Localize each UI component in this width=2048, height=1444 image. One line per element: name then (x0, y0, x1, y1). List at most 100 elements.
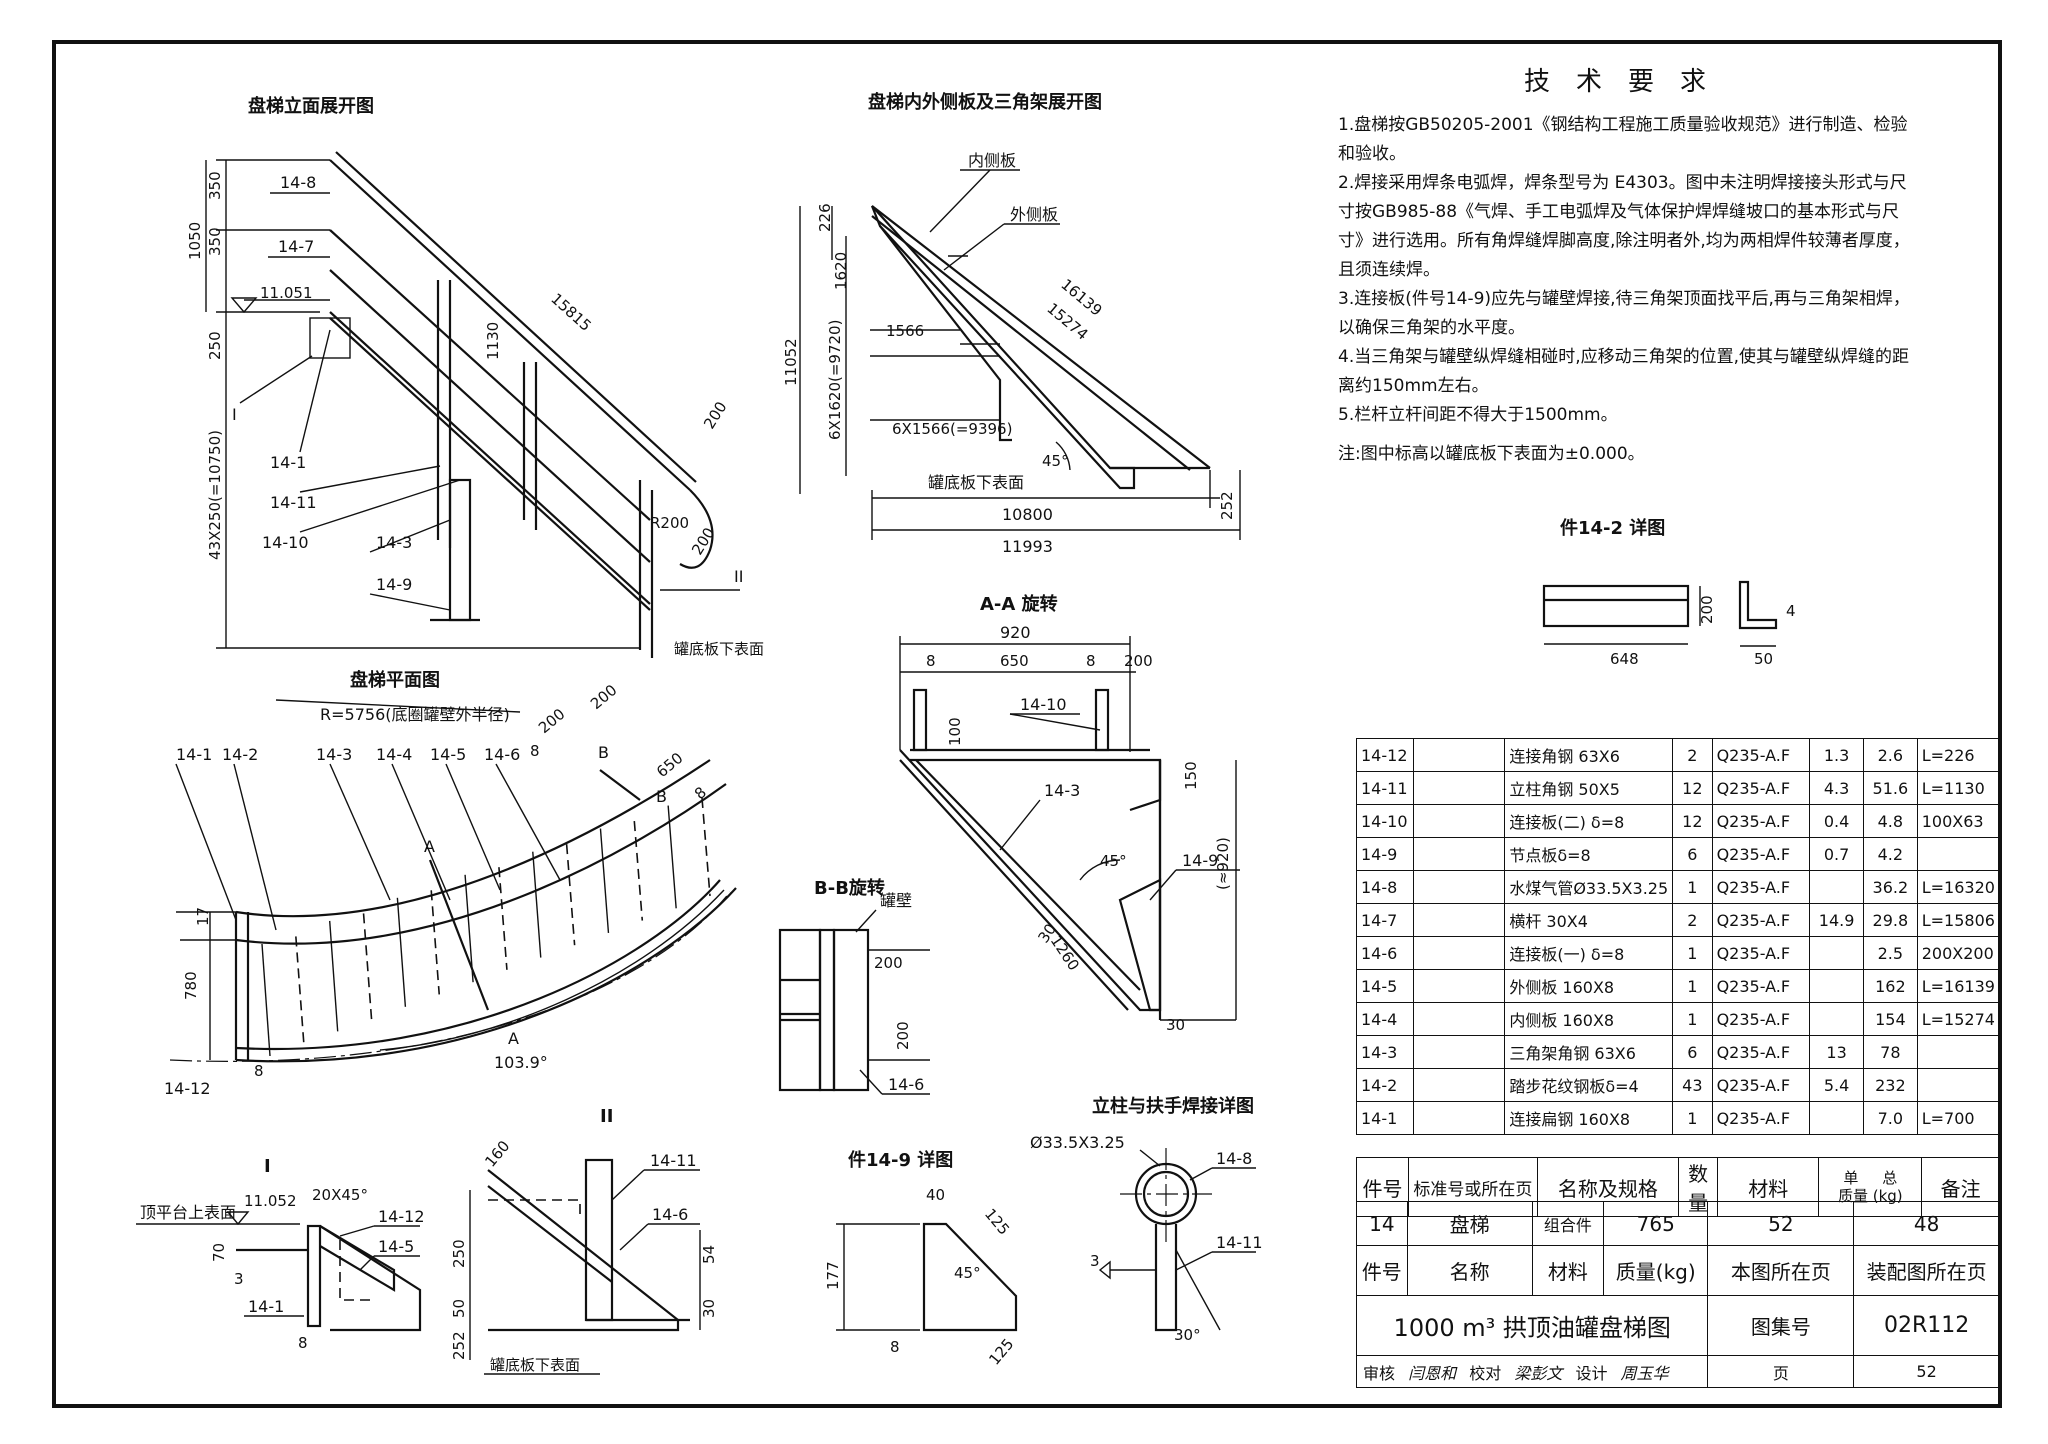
svg-text:14-8: 14-8 (280, 173, 316, 192)
tread-line (362, 913, 373, 1020)
table-cell: 内侧板 160X8 (1504, 1002, 1674, 1036)
svg-text:14-5: 14-5 (430, 745, 466, 764)
svg-text:30: 30 (700, 1299, 718, 1318)
svg-text:125: 125 (985, 1335, 1017, 1369)
tread-line (295, 936, 305, 1044)
page-number: 52 (1853, 1355, 2000, 1388)
table-cell: 13 (1809, 1035, 1864, 1069)
table-cell: Q235-A.F (1711, 1002, 1811, 1036)
svg-text:14-8: 14-8 (1216, 1149, 1252, 1168)
svg-text:1620: 1620 (832, 252, 850, 290)
tread-line (599, 828, 610, 933)
section-aa: A-A 旋转 920 8 650 8 200 100 150 1260 30 (… (899, 593, 1240, 1034)
svg-text:45°: 45° (1042, 452, 1069, 470)
tread-line (328, 920, 339, 1032)
tread-line (261, 943, 271, 1057)
table-cell: L=700 (1916, 1101, 2001, 1135)
svg-text:14-7: 14-7 (278, 237, 314, 256)
svg-text:250: 250 (450, 1239, 468, 1268)
table-cell: 14-6 (1356, 936, 1414, 970)
table-cell: 2 (1672, 738, 1713, 772)
table-cell: Q235-A.F (1711, 936, 1811, 970)
label-mass: 质量(kg) (1603, 1245, 1709, 1296)
svg-text:780: 780 (182, 971, 200, 1000)
table-cell (1809, 1002, 1864, 1036)
table-cell: 14-10 (1356, 804, 1414, 838)
svg-text:30°: 30° (1174, 1326, 1201, 1344)
table-cell (1916, 837, 2001, 871)
table-cell: 踏步花纹钢板δ=4 (1504, 1068, 1674, 1102)
svg-text:4: 4 (1786, 602, 1796, 620)
table-cell: 0.7 (1809, 837, 1864, 871)
svg-text:200: 200 (1124, 652, 1153, 670)
svg-text:43X250(=10750): 43X250(=10750) (206, 430, 224, 560)
tread-line (633, 821, 644, 921)
svg-text:3: 3 (1090, 1252, 1100, 1270)
table-cell: 36.2 (1862, 870, 1918, 904)
tread-line (565, 844, 576, 946)
table-cell: 12 (1672, 804, 1713, 838)
table-cell: 14-11 (1356, 771, 1414, 805)
svg-text:125: 125 (981, 1205, 1013, 1239)
svg-text:14-11: 14-11 (1216, 1233, 1263, 1252)
svg-text:11.052: 11.052 (244, 1192, 297, 1210)
table-cell: 1 (1672, 870, 1713, 904)
sheet-frame (52, 40, 2002, 1408)
svg-text:14-3: 14-3 (1044, 781, 1080, 800)
table-cell: Q235-A.F (1711, 771, 1811, 805)
assembly-name: 盘梯 (1406, 1201, 1533, 1246)
svg-text:14-1: 14-1 (176, 745, 212, 764)
technical-requirements: 技术要求 1.盘梯按GB50205-2001《钢结构工程施工质量验收规范》进行制… (1338, 68, 1918, 469)
svg-text:R=5756(底圈罐壁外半径): R=5756(底圈罐壁外半径) (320, 705, 510, 724)
requirement-3: 3.连接板(件号14-9)应先与罐壁焊接,待三角架顶面找平后,再与三角架相焊，以… (1338, 289, 1910, 338)
svg-text:6X1620(=9720): 6X1620(=9720) (826, 320, 844, 440)
svg-text:200: 200 (688, 524, 718, 558)
table-cell: Q235-A.F (1711, 1068, 1811, 1102)
page-label: 页 (1707, 1355, 1855, 1388)
svg-text:200: 200 (535, 705, 569, 737)
drawing-title: 1000 m³ 拱顶油罐盘梯图 (1355, 1295, 1709, 1356)
svg-text:14-1: 14-1 (270, 453, 306, 472)
requirement-2: 2.焊接采用焊条电弧焊，焊条型号为 E4303。图中未注明焊接接头形式与尺寸按G… (1338, 173, 1910, 280)
svg-text:A: A (508, 1029, 519, 1048)
table-cell (1412, 738, 1506, 772)
atlas-number: 02R112 (1853, 1295, 2000, 1356)
table-cell (1412, 1101, 1506, 1135)
table-cell (1412, 870, 1506, 904)
assembly-no: 14 (1356, 1201, 1408, 1246)
svg-text:外侧板: 外侧板 (1010, 205, 1058, 224)
assembly-drawing-page: 48 (1853, 1201, 2000, 1246)
tread-line (498, 867, 508, 970)
elevation-view: 盘梯立面展开图 350 350 1050 250 43X250(=10750) … (186, 95, 764, 658)
table-cell: 4.2 (1862, 837, 1918, 871)
table-cell: 14-4 (1356, 1002, 1414, 1036)
table-cell: 14-3 (1356, 1035, 1414, 1069)
plan-view: 盘梯平面图 R=5756(底圈罐壁外半径) 14-1 14-2 14-3 14-… (164, 669, 737, 1098)
svg-text:14-6: 14-6 (888, 1075, 924, 1094)
assembly-mass: 765 (1603, 1201, 1709, 1246)
table-cell: Q235-A.F (1711, 1035, 1811, 1069)
table-cell: 节点板δ=8 (1504, 837, 1674, 871)
signature-row: 审核 闫恩和 校对 梁彭文 设计 周玉华 (1355, 1355, 1709, 1388)
svg-text:160: 160 (481, 1137, 513, 1171)
label-no: 件号 (1356, 1245, 1408, 1296)
svg-text:15815: 15815 (547, 290, 595, 335)
svg-text:226: 226 (816, 203, 834, 232)
table-cell: 78 (1862, 1035, 1918, 1069)
svg-text:I: I (232, 405, 237, 424)
svg-text:3: 3 (234, 1270, 244, 1288)
svg-text:罐底板下表面: 罐底板下表面 (490, 1356, 580, 1374)
svg-text:100: 100 (946, 717, 964, 746)
svg-text:10800: 10800 (1002, 505, 1053, 524)
svg-text:54: 54 (700, 1245, 718, 1264)
svg-text:648: 648 (1610, 650, 1639, 668)
svg-text:14-9: 14-9 (1182, 851, 1218, 870)
table-cell: 4.8 (1862, 804, 1918, 838)
